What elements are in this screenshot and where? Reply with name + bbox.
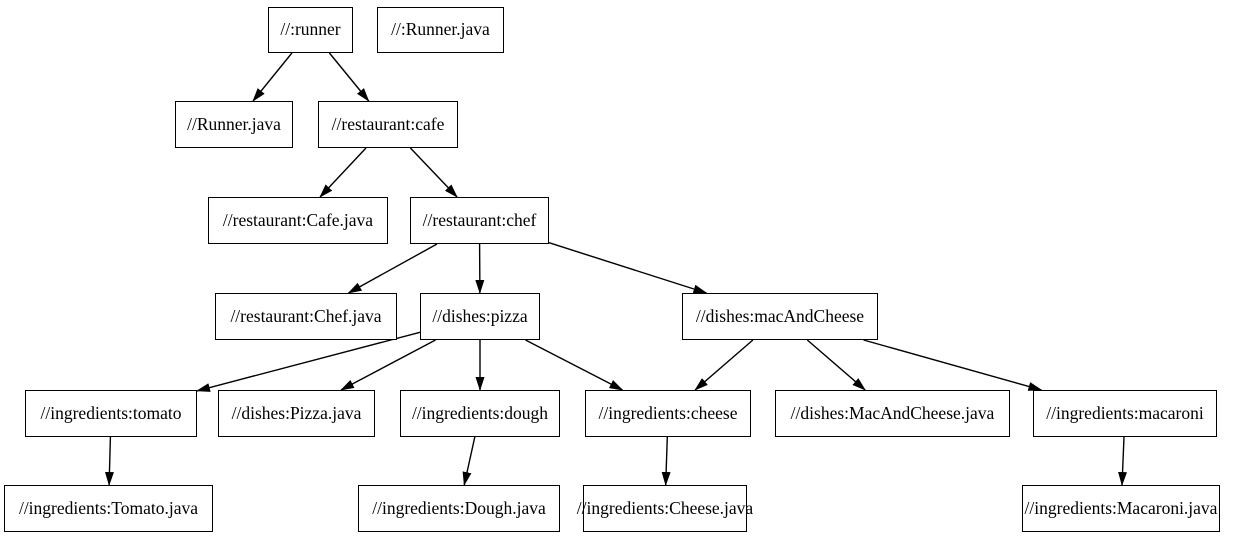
node-label: //restaurant:Cafe.java — [222, 209, 374, 230]
edge-pizza-to-cheese — [525, 339, 624, 391]
edge-mac-and-cheese-to-mac-and-cheese-java — [806, 339, 866, 391]
edge-pizza-to-tomato — [196, 331, 421, 392]
node-label: //ingredients:Tomato.java — [18, 497, 199, 518]
node-label: //restaurant:cafe — [331, 113, 445, 134]
graph-node-cheese-java: //ingredients:Cheese.java — [577, 485, 753, 532]
edge-group — [104, 52, 1128, 486]
edge-dough-to-dough-java — [462, 436, 476, 486]
edge-cafe-to-cafe-java — [319, 147, 367, 198]
node-label: //dishes:MacAndCheese.java — [790, 402, 995, 423]
graph-node-cafe: //restaurant:cafe — [318, 101, 458, 148]
graph-node-chef: //restaurant:chef — [410, 197, 549, 244]
edge-chef-to-mac-and-cheese — [548, 242, 708, 294]
edge-tomato-to-tomato-java — [104, 436, 114, 486]
graph-node-cafe-java: //restaurant:Cafe.java — [208, 197, 388, 244]
node-label: //restaurant:chef — [422, 209, 537, 230]
node-label: //ingredients:dough — [411, 402, 549, 423]
node-label: //ingredients:Dough.java — [372, 497, 546, 518]
graph-node-macaroni: //ingredients:macaroni — [1033, 390, 1217, 437]
graph-node-runner: //:runner — [268, 7, 353, 53]
node-label: //dishes:Pizza.java — [231, 402, 362, 423]
graph-node-dough: //ingredients:dough — [400, 390, 560, 437]
node-label: //ingredients:macaroni — [1046, 402, 1204, 423]
graph-node-runner-java: //Runner.java — [175, 101, 293, 148]
node-label: //dishes:macAndCheese — [695, 305, 865, 326]
edge-macaroni-to-macaroni-java — [1118, 436, 1128, 486]
graph-node-macaroni-java: //ingredients:Macaroni.java — [1022, 485, 1220, 532]
edge-pizza-to-pizza-java — [340, 339, 436, 391]
edge-chef-to-chef-java — [347, 243, 438, 294]
node-label: //:Runner.java — [391, 19, 490, 40]
edge-cheese-to-cheese-java — [661, 436, 671, 486]
graph-node-pizza: //dishes:pizza — [420, 293, 540, 340]
graph-node-chef-java: //restaurant:Chef.java — [215, 293, 397, 340]
graph-node-pizza-java: //dishes:Pizza.java — [218, 390, 375, 437]
edge-mac-and-cheese-to-macaroni — [863, 339, 1043, 391]
node-label: //:runner — [280, 19, 341, 40]
graph-node-mac-and-cheese: //dishes:macAndCheese — [682, 293, 878, 340]
graph-node-dough-java: //ingredients:Dough.java — [358, 485, 560, 532]
graph-node-tomato: //ingredients:tomato — [25, 390, 197, 437]
edge-mac-and-cheese-to-cheese — [694, 339, 754, 391]
node-label: //ingredients:Macaroni.java — [1024, 497, 1218, 518]
graph-node-cheese: //ingredients:cheese — [585, 390, 751, 437]
node-label: //ingredients:cheese — [598, 402, 738, 423]
edge-cafe-to-chef — [409, 147, 458, 198]
node-label: //restaurant:Chef.java — [230, 305, 382, 326]
node-label: //dishes:pizza — [432, 305, 528, 326]
edge-runner-to-runner-java — [252, 52, 293, 102]
graph-node-mac-and-cheese-java: //dishes:MacAndCheese.java — [775, 390, 1010, 437]
node-label: //ingredients:tomato — [40, 402, 182, 423]
edge-runner-to-cafe — [328, 52, 370, 102]
graph-node-runner-java-root: //:Runner.java — [377, 7, 504, 53]
node-label: //ingredients:Cheese.java — [576, 497, 754, 518]
node-label: //Runner.java — [187, 113, 281, 134]
graph-node-tomato-java: //ingredients:Tomato.java — [4, 485, 213, 532]
